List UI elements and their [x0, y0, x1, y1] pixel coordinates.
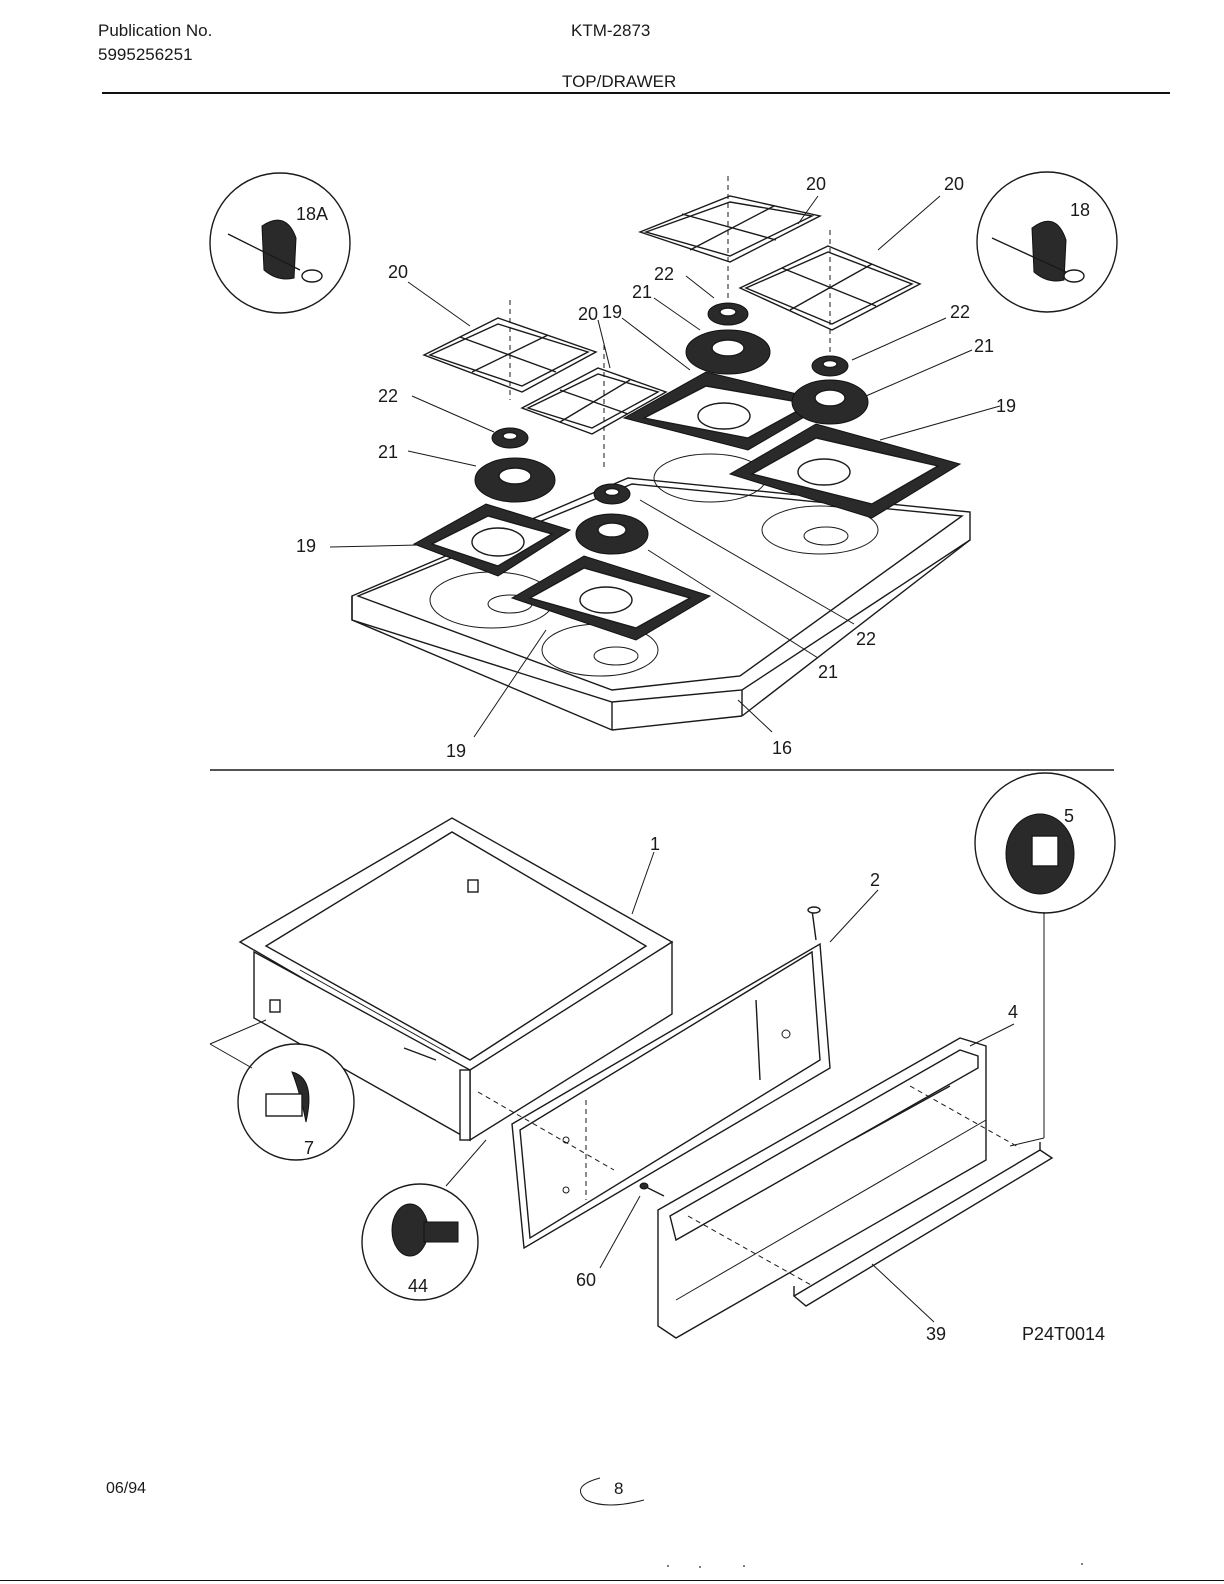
drawer-assembly	[209, 772, 1116, 1339]
cooktop-assembly	[209, 171, 1118, 738]
callout-22-d: 22	[856, 629, 876, 649]
handle-trim	[792, 1142, 1054, 1307]
callout-22-a: 22	[654, 264, 674, 284]
grate-left-back	[422, 300, 598, 400]
drawer-box	[238, 817, 674, 1142]
callout-22-c: 22	[378, 386, 398, 406]
callout-21-d: 21	[818, 662, 838, 682]
publication-number: 5995256251	[98, 45, 193, 64]
drawer-front	[657, 1037, 1021, 1339]
detail-circle-5	[974, 772, 1116, 1147]
callout-21-a: 21	[632, 282, 652, 302]
publication-label: Publication No.	[98, 21, 213, 40]
callout-19-b: 19	[996, 396, 1016, 416]
callout-19-a: 19	[602, 302, 622, 322]
callout-20-d: 20	[578, 304, 598, 324]
callout-19-c: 19	[296, 536, 316, 556]
detail-circle-18	[976, 171, 1118, 313]
drawer-panel	[477, 906, 831, 1250]
callout-18: 18	[1070, 200, 1090, 220]
bottom-leader-lines	[599, 851, 1015, 1323]
grate-left-front	[520, 345, 668, 470]
callout-22-b: 22	[950, 302, 970, 322]
top-leader-lines	[329, 195, 1001, 738]
callout-18a: 18A	[296, 204, 328, 224]
footer-rule	[0, 1580, 1224, 1581]
model-number: KTM-2873	[571, 21, 651, 40]
page-number: 8	[614, 1479, 624, 1498]
footer-date: 06/94	[106, 1480, 147, 1497]
callout-2: 2	[870, 870, 880, 890]
burner-caps	[491, 302, 849, 505]
callout-5: 5	[1064, 806, 1074, 826]
callout-39: 39	[926, 1324, 946, 1344]
detail-circle-18a	[209, 172, 351, 314]
page-number-swoosh	[579, 1477, 645, 1506]
callout-7: 7	[304, 1138, 314, 1158]
grate-right-back	[637, 176, 823, 300]
footer-specks	[667, 1563, 1083, 1568]
detail-circle-7	[209, 1019, 355, 1161]
callout-1: 1	[650, 834, 660, 854]
callout-20-a: 20	[806, 174, 826, 194]
callout-16: 16	[772, 738, 792, 758]
callout-20-c: 20	[388, 262, 408, 282]
callout-44: 44	[408, 1276, 428, 1296]
section-title: TOP/DRAWER	[562, 72, 677, 91]
callout-19-d: 19	[446, 741, 466, 761]
figure-code: P24T0014	[1022, 1324, 1105, 1344]
cooktop-top-surface	[356, 483, 964, 691]
header-rule	[102, 92, 1170, 94]
detail-circle-44	[361, 1139, 487, 1301]
screw-60	[639, 1182, 665, 1197]
callout-20-b: 20	[944, 174, 964, 194]
callout-60: 60	[576, 1270, 596, 1290]
callout-4: 4	[1008, 1002, 1018, 1022]
burner-heads	[474, 329, 869, 555]
callout-21-c: 21	[378, 442, 398, 462]
grate-right-front	[738, 230, 922, 360]
callout-21-b: 21	[974, 336, 994, 356]
